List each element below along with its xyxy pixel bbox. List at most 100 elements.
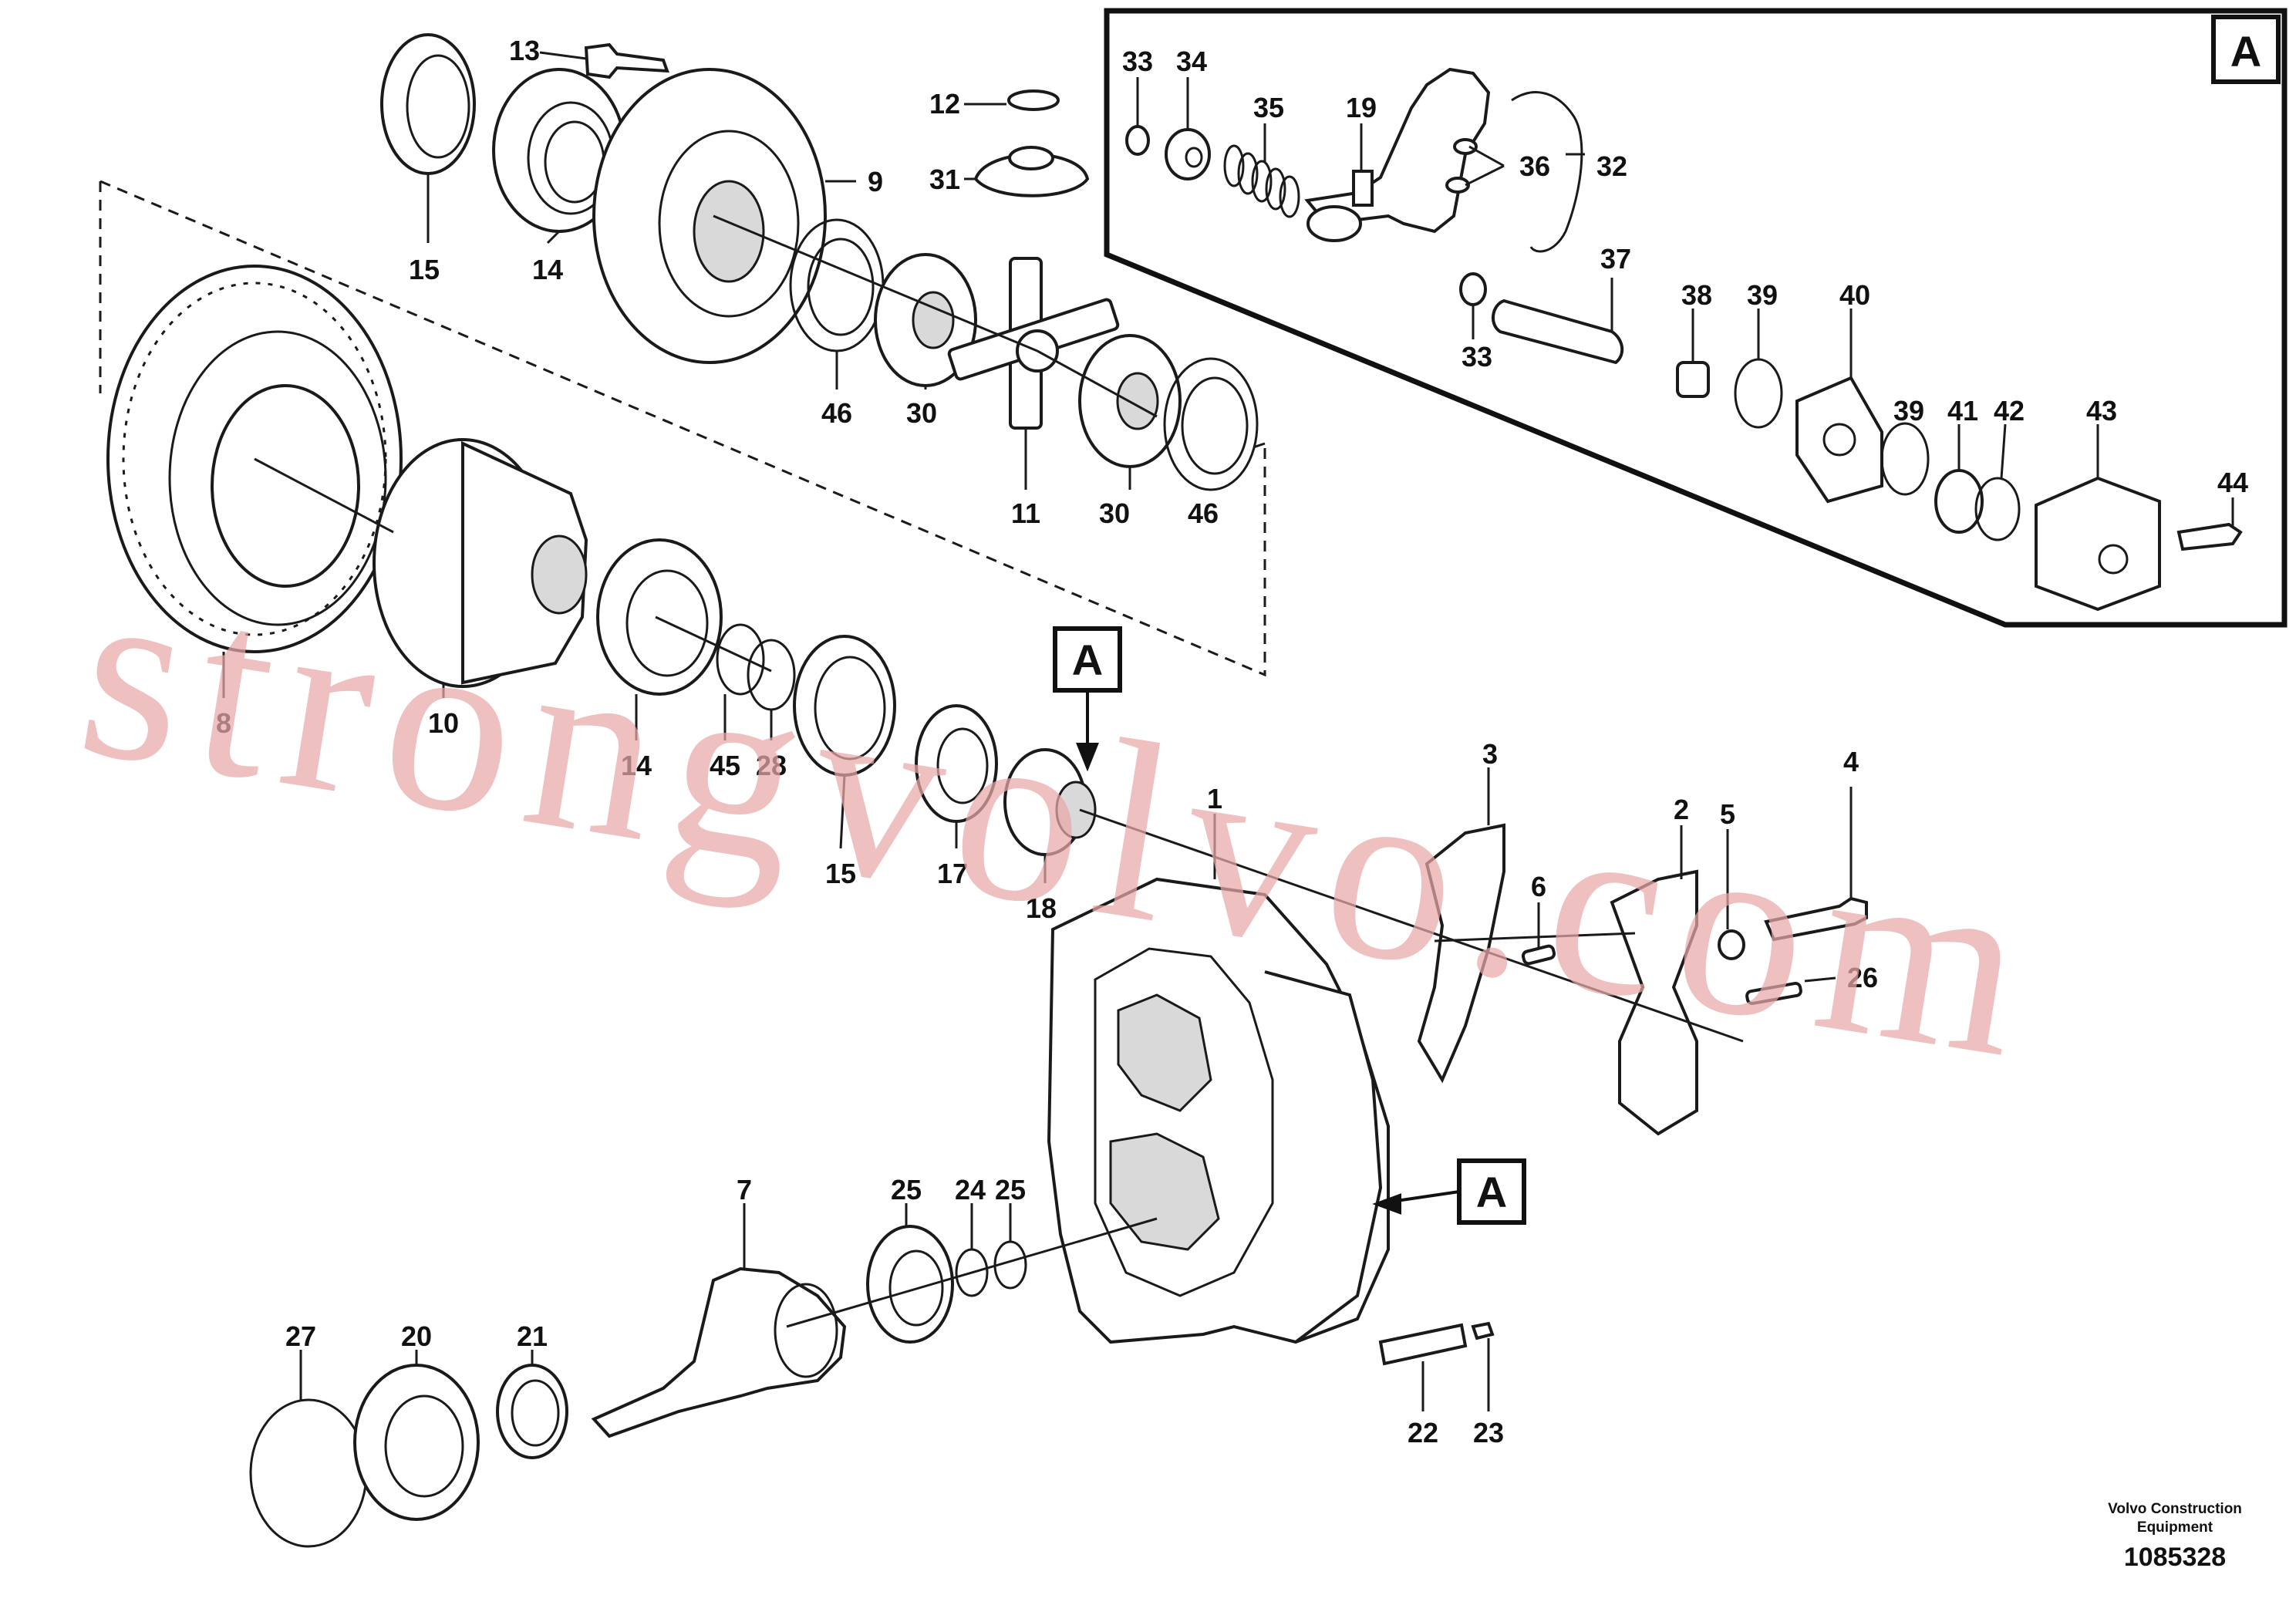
footer-company-line1: Volvo Construction [2108, 1501, 2242, 1517]
callout-4: 4 [1843, 746, 1859, 777]
marker-a-upper-arrow [1076, 690, 1099, 772]
part-40-flange [1795, 376, 1883, 504]
part-42-ring [1974, 477, 2021, 541]
footer-figure-number: 1085328 [2124, 1543, 2226, 1572]
callout-37: 37 [1600, 243, 1631, 275]
part-46-shim-top-inner [807, 238, 875, 336]
detail-label-letter: A [2230, 27, 2261, 76]
part-32-spring-clip [1511, 91, 1583, 253]
callout-25: 25 [995, 1174, 1026, 1206]
part-34-nut-hole [1185, 147, 1203, 168]
callout-39b: 39 [1893, 395, 1924, 427]
callout-1: 1 [1207, 783, 1222, 814]
callout-33b: 33 [1462, 341, 1492, 373]
part-33-ring [1125, 125, 1150, 156]
callout-41: 41 [1947, 395, 1978, 427]
explode-lines [254, 214, 1744, 1328]
detail-label-box [2211, 15, 2281, 84]
part-4-bolt [1764, 896, 1868, 942]
part-19-shift-fork [1304, 67, 1491, 234]
part-35-spring [1223, 144, 1300, 218]
marker-a-lower-letter: A [1476, 1168, 1507, 1216]
part-2-bearing-cap [1610, 869, 1698, 1136]
part-23-screw [1471, 1321, 1495, 1340]
callout-8: 8 [216, 707, 231, 739]
marker-a-upper-letter: A [1072, 636, 1103, 684]
part-6-pin [1521, 944, 1556, 966]
part-10-diff-case [373, 438, 588, 688]
callout-29: 28 [756, 750, 787, 781]
part-46-shim-right [1163, 357, 1259, 491]
detail-view-a: A [1104, 8, 2288, 628]
part-36-upper-pin [1453, 138, 1478, 155]
callout-14a: 14 [532, 254, 563, 285]
part-45-ring [716, 623, 765, 696]
callout-22: 22 [1408, 1417, 1438, 1448]
part-20-bearing [353, 1364, 480, 1521]
part-33-ring-lower [1459, 272, 1487, 306]
part-13-bolt [584, 42, 669, 79]
part-5-washer [1718, 929, 1745, 960]
part-19-boss [1306, 205, 1362, 242]
callout-10: 10 [428, 707, 459, 739]
callout-26: 25 [891, 1174, 922, 1206]
callout-43: 43 [2086, 395, 2117, 427]
part-14-bearing-mid [596, 538, 723, 696]
callout-23: 23 [1473, 1417, 1504, 1448]
footer: Volvo Construction Equipment 1085328 [2108, 1501, 2242, 1572]
part-22-identification-plate [1378, 1323, 1468, 1366]
callout-19: 19 [1346, 92, 1377, 123]
part-27-pin [1745, 981, 1802, 1006]
callout-12: 12 [929, 88, 960, 120]
part-31-hub [1008, 146, 1054, 170]
callout-labels: 13 15 14 9 12 31 46 30 11 30 46 8 10 14 … [216, 35, 2248, 1448]
callout-9: 9 [868, 166, 883, 197]
callout-18: 18 [1026, 892, 1057, 924]
footer-company-line2: Equipment [2137, 1519, 2213, 1536]
marker-a-lower-arrow [1372, 1190, 1460, 1215]
part-7-pinion [591, 1266, 847, 1438]
part-36-lower-pin [1445, 177, 1470, 194]
part-40-bore [1822, 423, 1856, 457]
callout-33a: 33 [1122, 46, 1153, 77]
part-28-oring [249, 1398, 368, 1548]
callout-31: 31 [929, 164, 960, 195]
callout-16: 15 [409, 254, 440, 285]
callout-42: 42 [1994, 395, 2025, 427]
callout-5: 5 [1720, 798, 1735, 830]
part-39-oring-b [1880, 422, 1930, 496]
callout-28: 27 [285, 1320, 316, 1352]
callout-39a: 39 [1747, 279, 1778, 311]
part-19-pin [1352, 170, 1374, 207]
part-43-port [2098, 544, 2129, 575]
callout-46b: 46 [1188, 497, 1219, 529]
detail-frame [1104, 8, 2288, 628]
callout-30b: 30 [1099, 497, 1130, 529]
callout-46a: 46 [821, 397, 852, 429]
callout-14b: 14 [621, 750, 652, 781]
part-43-housing [2035, 476, 2161, 612]
callout-36: 36 [1519, 150, 1550, 182]
callout-15: 15 [825, 858, 856, 889]
marker-a-upper [1053, 626, 1122, 693]
part-3-bearing-cap [1417, 823, 1505, 1084]
callout-13: 13 [509, 35, 540, 66]
callout-2: 2 [1674, 794, 1689, 825]
callout-21: 21 [517, 1320, 548, 1352]
part-9-diff-housing [592, 68, 827, 364]
callout-34: 34 [1176, 46, 1207, 77]
callout-38: 38 [1681, 279, 1712, 311]
part-37-shaft [1492, 298, 1624, 365]
leader-36b [1465, 164, 1505, 187]
part-21-bearing-cup [496, 1364, 568, 1459]
callout-24: 24 [955, 1174, 986, 1206]
callout-27: 26 [1847, 962, 1878, 993]
part-31-thrust-washer [973, 153, 1090, 197]
part-26-bearing [866, 1225, 954, 1344]
part-46-shim-right-inner [1181, 376, 1249, 475]
part-38-bushing [1676, 361, 1710, 398]
part-39-oring [1734, 358, 1783, 429]
part-12-washer [1007, 89, 1060, 111]
leader-42 [2000, 423, 2007, 479]
